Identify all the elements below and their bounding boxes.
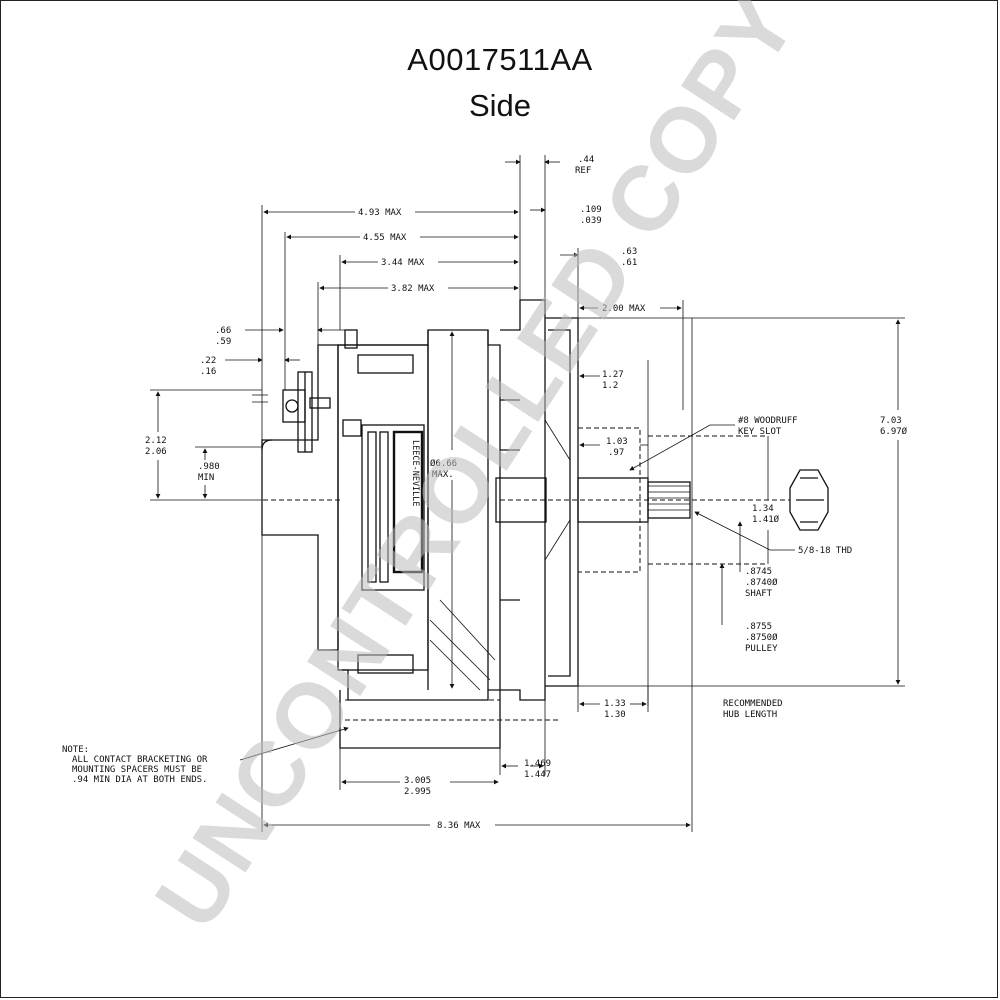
drawing-title: A0017511AA: [407, 42, 593, 77]
pulley-3: PULLEY: [745, 644, 778, 654]
dim-134-2: 1.41Ø: [752, 514, 780, 525]
dim-63-1: .63: [621, 247, 637, 257]
dim-666-1: Ø6.66: [430, 458, 457, 469]
dim-980-1: .980: [198, 462, 220, 472]
dimension-labels: .44 REF .109 .039 4.93 MAX 4.55 MAX 3.44…: [145, 155, 908, 831]
keyslot-1: #8 WOODRUFF: [738, 416, 798, 426]
thread-label: 5/8-18 THD: [798, 546, 852, 556]
drawing-subtitle: Side: [468, 88, 532, 123]
dim-103-2: .97: [608, 448, 624, 458]
dim-22-2: .16: [200, 367, 216, 377]
note-line-2: MOUNTING SPACERS MUST BE: [72, 765, 202, 775]
dim-703-1: 7.03: [880, 416, 902, 426]
dim-200: 2.00 MAX: [602, 304, 646, 314]
dim-66-1: .66: [215, 326, 231, 336]
dim-212-2: 2.06: [145, 447, 167, 457]
dim-836: 8.36 MAX: [437, 821, 481, 831]
dim-493: 4.93 MAX: [358, 208, 402, 218]
note-line-1: ALL CONTACT BRACKETING OR: [72, 755, 208, 765]
shaft-1: .8745: [745, 567, 772, 577]
dim-109-1: .109: [580, 205, 602, 215]
hub-1: RECOMMENDED: [723, 699, 783, 709]
dim-344: 3.44 MAX: [381, 258, 425, 268]
brand-label: LEECE-NEVILLE: [410, 440, 420, 507]
hub-2: HUB LENGTH: [723, 710, 777, 720]
dim-44-2: REF: [575, 166, 591, 176]
note-heading: NOTE:: [62, 745, 89, 755]
dim-1469-2: 1.447: [524, 770, 551, 780]
dim-133-2: 1.30: [604, 710, 626, 720]
shaft-3: SHAFT: [745, 589, 773, 599]
dim-133-1: 1.33: [604, 699, 626, 709]
alternator-body: LEECE-NEVILLE: [252, 299, 829, 749]
dimension-lines: [150, 155, 905, 832]
dim-212-1: 2.12: [145, 436, 167, 446]
dim-666-2: MAX.: [432, 470, 454, 480]
dim-109-2: .039: [580, 216, 602, 226]
dim-66-2: .59: [215, 337, 231, 347]
dim-3005-2: 2.995: [404, 787, 431, 797]
dim-22-1: .22: [200, 356, 216, 366]
dim-44-1: .44: [578, 155, 594, 165]
dim-3005-1: 3.005: [404, 776, 431, 786]
note-block: NOTE: ALL CONTACT BRACKETING OR MOUNTING…: [62, 745, 208, 785]
dim-1469-1: 1.469: [524, 759, 551, 769]
dim-127-2: 1.2: [602, 381, 618, 391]
note-line-3: .94 MIN DIA AT BOTH ENDS.: [72, 775, 207, 785]
dim-103-1: 1.03: [606, 437, 628, 447]
dim-63-2: .61: [621, 258, 637, 268]
dim-980-2: MIN: [198, 473, 214, 483]
pulley-1: .8755: [745, 622, 772, 632]
dim-703-2: 6.97Ø: [880, 426, 908, 437]
watermark-text: UNCONTROLLED COPY: [136, 0, 816, 946]
dim-134-1: 1.34: [752, 504, 774, 514]
keyslot-2: KEY SLOT: [738, 427, 782, 437]
pulley-2: .8750Ø: [745, 632, 778, 643]
dim-455: 4.55 MAX: [363, 233, 407, 243]
shaft-2: .8740Ø: [745, 577, 778, 588]
dim-127-1: 1.27: [602, 370, 624, 380]
dim-382: 3.82 MAX: [391, 284, 435, 294]
